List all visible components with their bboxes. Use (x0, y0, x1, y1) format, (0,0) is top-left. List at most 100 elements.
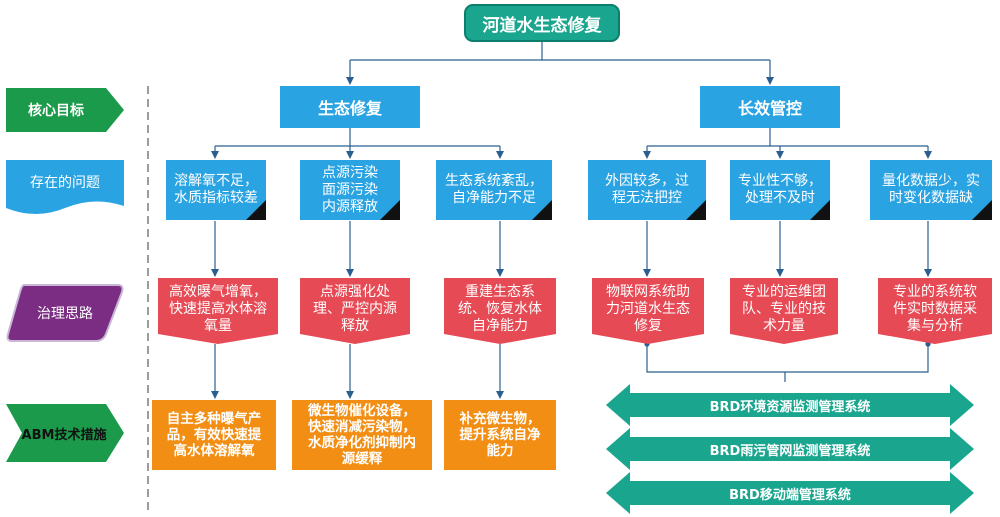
approach-6-line-2: 件实时数据采 (893, 300, 977, 317)
category-measures: ABM技术措施 (6, 404, 124, 462)
approach-2-shape (300, 278, 410, 344)
approach-box-2: 点源强化处理、严控内源释放 (300, 278, 410, 344)
category-goal-shape (6, 88, 124, 132)
approach-6-text: 专业的系统软件实时数据采集与分析 (878, 278, 992, 340)
measure-box-3: 补充微生物，提升系统自净能力 (444, 400, 556, 470)
approach-1-line-3: 氧量 (204, 317, 232, 334)
approach-4-text: 物联网系统助力河道水生态修复 (592, 278, 704, 340)
approach-1-line-2: 快速提高水体溶 (169, 300, 267, 317)
measure-1-line-2: 品，有效快速提 (166, 427, 262, 443)
category-problem-shape (6, 160, 124, 214)
approach-2-text: 点源强化处理、严控内源释放 (300, 278, 410, 340)
problem-box-5: 专业性不够，处理不及时 (730, 160, 830, 220)
problem-box-1: 溶解氧不足，水质指标较差 (166, 160, 266, 220)
approach-2-line-1: 点源强化处 (320, 283, 390, 300)
approach-5-text: 专业的运维团队、专业的技术力量 (730, 278, 838, 340)
approach-box-6: 专业的系统软件实时数据采集与分析 (878, 278, 992, 344)
approach-5-line-3: 术力量 (763, 317, 805, 334)
problem-1-line-2: 水质指标较差 (174, 190, 258, 206)
category-measures-label: ABM技术措施 (21, 427, 107, 443)
problem-4-corner (686, 200, 706, 220)
problem-5-line-1: 专业性不够， (738, 173, 822, 189)
problem-6-line-2: 时变化数据缺 (889, 190, 973, 206)
approach-box-1: 高效曝气增氧，快速提高水体溶氧量 (158, 278, 278, 344)
approach-box-3: 重建生态系统、恢复水体自净能力 (444, 278, 556, 344)
problem-2-corner (380, 200, 400, 220)
measure-3-line-2: 提升系统自净 (459, 427, 541, 443)
approach-4-line-2: 力河道水生态 (606, 300, 690, 317)
approach-5-line-1: 专业的运维团 (742, 283, 826, 300)
double-arrow-3-icon (606, 472, 974, 514)
problem-3-line-2: 自净能力不足 (452, 190, 536, 206)
problem-box-3: 生态系统紊乱，自净能力不足 (436, 160, 552, 220)
approach-merge-line (646, 344, 929, 373)
approach-3-line-1: 重建生态系 (465, 283, 535, 300)
measure-3-line-1: 补充微生物， (459, 411, 541, 427)
problem-5-corner (810, 200, 830, 220)
approach-box-5: 专业的运维团队、专业的技术力量 (730, 278, 838, 344)
approach-4-line-1: 物联网系统助 (606, 283, 690, 300)
system-arrow-3: BRD移动端管理系统 (606, 472, 974, 514)
approach-1-line-1: 高效曝气增氧， (169, 283, 267, 300)
measure-1-line-3: 高水体溶解氧 (173, 443, 255, 459)
system-1-label: BRD环境资源监测管理系统 (709, 399, 871, 415)
category-approach: 治理思路 (6, 282, 124, 344)
category-problem: 存在的问题 (6, 160, 124, 218)
approach-3-shape (444, 278, 556, 344)
problem-3-line-1: 生态系统紊乱， (445, 173, 543, 189)
approach-3-line-3: 自净能力 (472, 317, 528, 334)
category-approach-shape (6, 284, 124, 342)
goal-ecological-restoration: 生态修复 (280, 86, 420, 128)
measure-box-1: 自主多种曝气产品，有效快速提高水体溶解氧 (152, 400, 276, 470)
category-goal-label: 核心目标 (28, 103, 84, 119)
approach-4-shape (592, 278, 704, 344)
system-3-label: BRD移动端管理系统 (729, 487, 851, 503)
double-arrow-1-icon (606, 384, 974, 426)
measure-1-line-1: 自主多种曝气产 (166, 411, 262, 427)
approach-6-line-1: 专业的系统软 (893, 283, 977, 300)
approach-4-line-3: 修复 (634, 317, 662, 334)
approach-6-shape (878, 278, 992, 344)
approach-box-4: 物联网系统助力河道水生态修复 (592, 278, 704, 344)
problem-4-line-2: 程无法把控 (612, 190, 682, 206)
problem-box-2: 点源污染面源污染内源释放 (300, 160, 400, 220)
problem-box-6: 量化数据少，实时变化数据缺 (870, 160, 992, 220)
problem-2-line-1: 点源污染 (322, 164, 378, 181)
approach-5-shape (730, 278, 838, 344)
problem-4-line-1: 外因较多，过 (605, 173, 689, 189)
measure-2-line-1: 微生物催化设备， (308, 403, 416, 419)
system-arrow-1: BRD环境资源监测管理系统 (606, 384, 974, 426)
goal-long-term-control: 长效管控 (700, 86, 840, 128)
problem-3-corner (532, 200, 552, 220)
problem-box-4: 外因较多，过程无法把控 (588, 160, 706, 220)
category-goal: 核心目标 (6, 88, 124, 132)
double-arrow-2-icon (606, 428, 974, 470)
measure-2-line-4: 源缓释 (341, 451, 383, 467)
system-arrow-2: BRD雨污管网监测管理系统 (606, 428, 974, 470)
approach-2-line-3: 释放 (341, 317, 369, 334)
problem-2-line-3: 内源释放 (322, 198, 378, 215)
measure-3-line-3: 能力 (486, 443, 514, 459)
category-approach-label: 治理思路 (37, 306, 93, 322)
problem-1-corner (246, 200, 266, 220)
approach-2-line-2: 理、严控内源 (313, 300, 397, 317)
approach-1-text: 高效曝气增氧，快速提高水体溶氧量 (158, 278, 278, 340)
category-problem-label: 存在的问题 (30, 175, 100, 191)
problem-2-line-2: 面源污染 (322, 181, 378, 198)
diagram-title: 河道水生态修复 (464, 4, 620, 42)
measure-2-line-2: 快速消减污染物， (308, 419, 416, 435)
approach-6-line-3: 集与分析 (907, 317, 963, 334)
problem-6-line-1: 量化数据少，实 (882, 173, 980, 189)
category-measures-shape (6, 404, 124, 462)
measure-box-2: 微生物催化设备，快速消减污染物，水质净化剂抑制内源缓释 (292, 400, 432, 470)
approach-3-line-2: 统、恢复水体 (458, 300, 542, 317)
problem-1-line-1: 溶解氧不足， (174, 173, 258, 189)
measure-2-line-3: 水质净化剂抑制内 (308, 435, 416, 451)
problem-6-corner (972, 200, 992, 220)
problem-5-line-2: 处理不及时 (745, 190, 815, 206)
approach-3-text: 重建生态系统、恢复水体自净能力 (444, 278, 556, 340)
approach-1-shape (158, 278, 278, 344)
system-2-label: BRD雨污管网监测管理系统 (709, 443, 871, 459)
approach-5-line-2: 队、专业的技 (742, 300, 826, 317)
